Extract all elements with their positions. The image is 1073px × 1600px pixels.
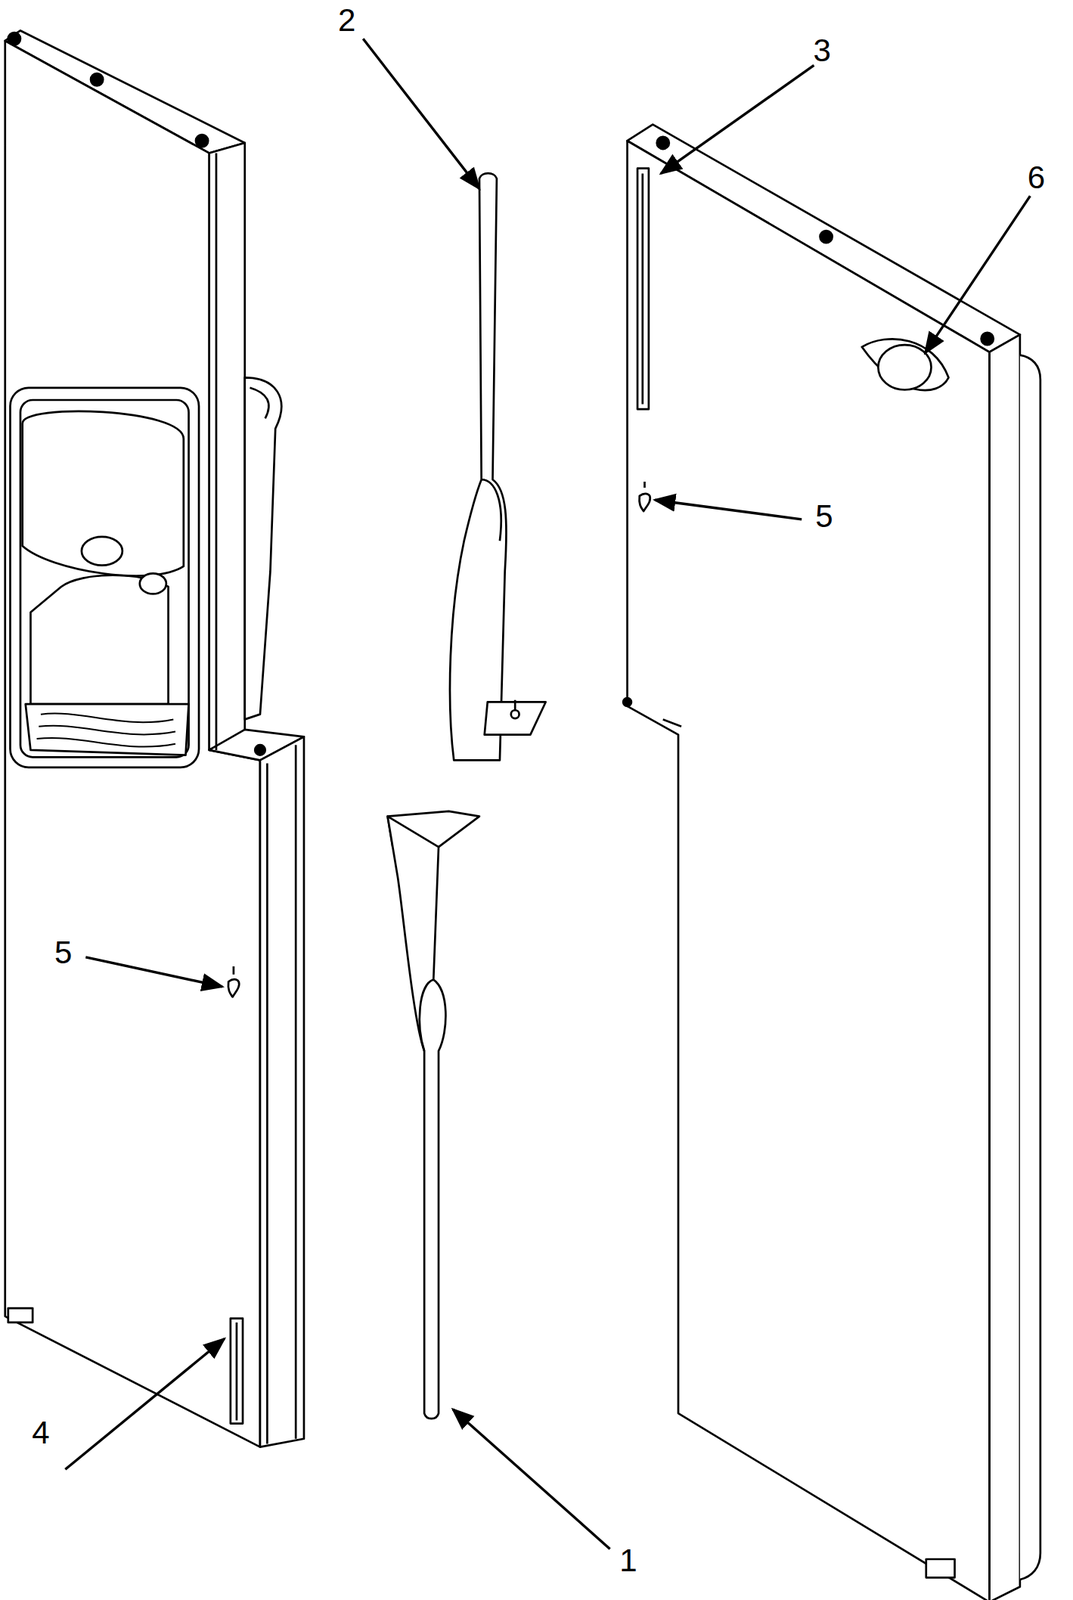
callout-number: 6 xyxy=(1027,161,1046,194)
callout-number: 5 xyxy=(54,936,72,969)
callout-number: 1 xyxy=(619,1544,637,1577)
callout-number: 4 xyxy=(31,1417,50,1449)
callout-number: 5 xyxy=(815,500,833,533)
callout-number: 3 xyxy=(813,34,832,67)
callout-number: 2 xyxy=(338,4,356,37)
